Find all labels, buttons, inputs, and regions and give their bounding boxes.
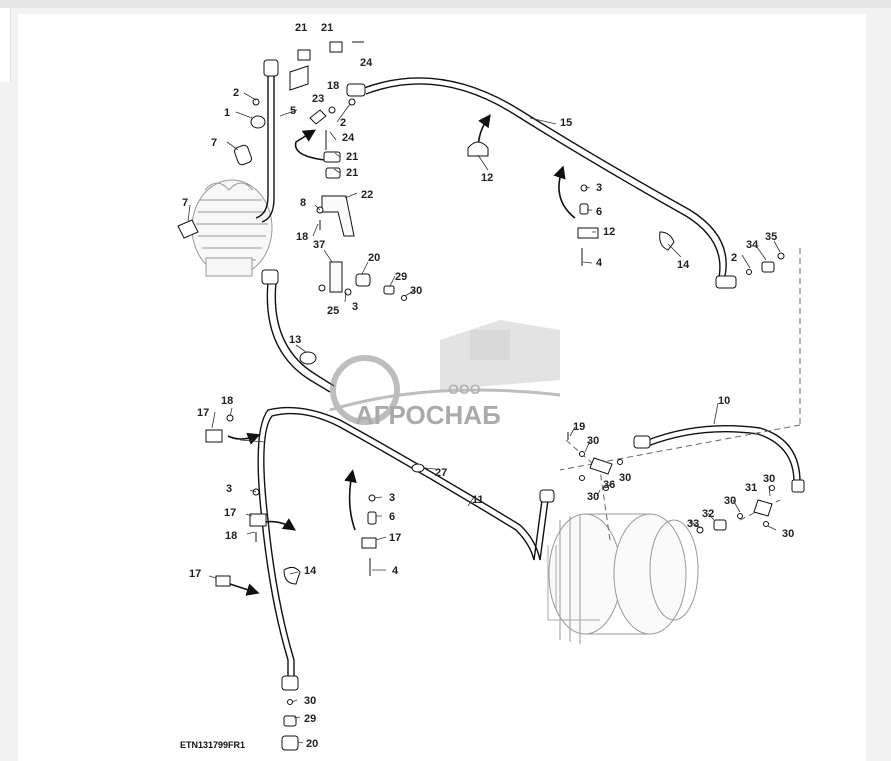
callout-35: 35 (765, 231, 777, 243)
hose-11 (257, 406, 549, 680)
callout-6: 6 (389, 511, 395, 523)
callout-3: 3 (389, 492, 395, 504)
callout-27: 27 (435, 467, 447, 479)
callout-2: 2 (731, 252, 737, 264)
callout-6: 6 (596, 206, 602, 218)
callout-7: 7 (182, 197, 188, 209)
callout-30: 30 (619, 472, 631, 484)
callout-2: 2 (340, 117, 346, 129)
callout-leaders (187, 92, 781, 744)
callout-14: 14 (677, 259, 690, 271)
callout-18: 18 (296, 231, 308, 243)
callout-21: 21 (321, 22, 333, 34)
callout-4: 4 (596, 257, 603, 269)
callout-17: 17 (389, 532, 401, 544)
callout-30: 30 (410, 285, 422, 297)
callout-30: 30 (587, 435, 599, 447)
callout-21: 21 (346, 151, 358, 163)
callout-7: 7 (211, 137, 217, 149)
callout-17: 17 (197, 407, 209, 419)
callout-31: 31 (745, 482, 757, 494)
callout-13: 13 (289, 334, 301, 346)
callout-10: 10 (718, 395, 730, 407)
callout-24: 24 (342, 132, 355, 144)
hose-10-fittings (633, 435, 805, 493)
watermark-company-name: АГРОСНАБ (355, 400, 501, 430)
hose-13-fitting (261, 269, 279, 285)
callout-18: 18 (225, 530, 237, 542)
hose-11-fittings (281, 489, 555, 691)
parts-diagram-sheet: 2 1 7 5 7 21 21 24 18 23 2 24 21 21 22 8… (18, 14, 866, 761)
callout-32: 32 (702, 508, 714, 520)
callout-1: 1 (224, 107, 230, 119)
callout-30: 30 (724, 495, 736, 507)
callout-17: 17 (189, 568, 201, 580)
watermark-swoosh (329, 388, 561, 412)
hardware-parts (177, 41, 785, 751)
callout-17: 17 (224, 507, 236, 519)
callout-labels: 2 1 7 5 7 21 21 24 18 23 2 24 21 21 22 8… (182, 22, 794, 750)
parts-diagram: 2 1 7 5 7 21 21 24 18 23 2 24 21 21 22 8… (177, 22, 805, 751)
compressor (191, 179, 273, 277)
callout-36: 36 (603, 479, 615, 491)
callout-12: 12 (603, 226, 615, 238)
callout-22: 22 (361, 189, 373, 201)
callout-30: 30 (587, 491, 599, 503)
left-panel-edge (0, 8, 11, 82)
callout-30: 30 (763, 473, 775, 485)
callout-4: 4 (392, 565, 399, 577)
callout-29: 29 (395, 271, 407, 283)
hose-10 (647, 425, 801, 483)
callout-8: 8 (300, 197, 306, 209)
figure-reference-code: ETN131799FR1 (180, 740, 245, 750)
callout-24: 24 (360, 57, 373, 69)
watermark-tractor-icon (440, 320, 560, 390)
callout-18: 18 (221, 395, 233, 407)
callout-34: 34 (746, 239, 759, 251)
callout-20: 20 (368, 252, 380, 264)
callout-5: 5 (290, 105, 296, 117)
callout-15: 15 (560, 117, 572, 129)
callout-30: 30 (782, 528, 794, 540)
hose-15 (363, 77, 727, 283)
hose-13 (266, 281, 335, 393)
callout-12: 12 (481, 172, 493, 184)
tank-bracket (547, 545, 600, 621)
callout-23: 23 (312, 93, 324, 105)
callout-19: 19 (573, 421, 585, 433)
callout-18: 18 (327, 80, 339, 92)
callout-3: 3 (352, 301, 358, 313)
callout-14: 14 (304, 565, 317, 577)
callout-11: 11 (472, 494, 484, 506)
hose-15-end-fittings (346, 83, 737, 289)
browser-top-bar (0, 0, 891, 8)
callout-33: 33 (687, 518, 699, 530)
callout-29: 29 (304, 713, 316, 725)
callout-30: 30 (304, 695, 316, 707)
fitting-top-left (263, 59, 279, 77)
callout-21: 21 (346, 167, 358, 179)
receiver-tank (548, 513, 699, 644)
callout-21: 21 (295, 22, 307, 34)
agrosnab-watermark: ООО АГРОСНАБ (329, 320, 561, 430)
callout-37: 37 (313, 239, 325, 251)
callout-2: 2 (233, 87, 239, 99)
callout-20: 20 (306, 738, 318, 750)
watermark-prefix: ООО (448, 381, 481, 397)
callout-25: 25 (327, 305, 339, 317)
watermark-gear-icon (330, 355, 400, 425)
tube-5 (255, 72, 275, 223)
callout-3: 3 (596, 182, 602, 194)
callout-3: 3 (226, 483, 232, 495)
